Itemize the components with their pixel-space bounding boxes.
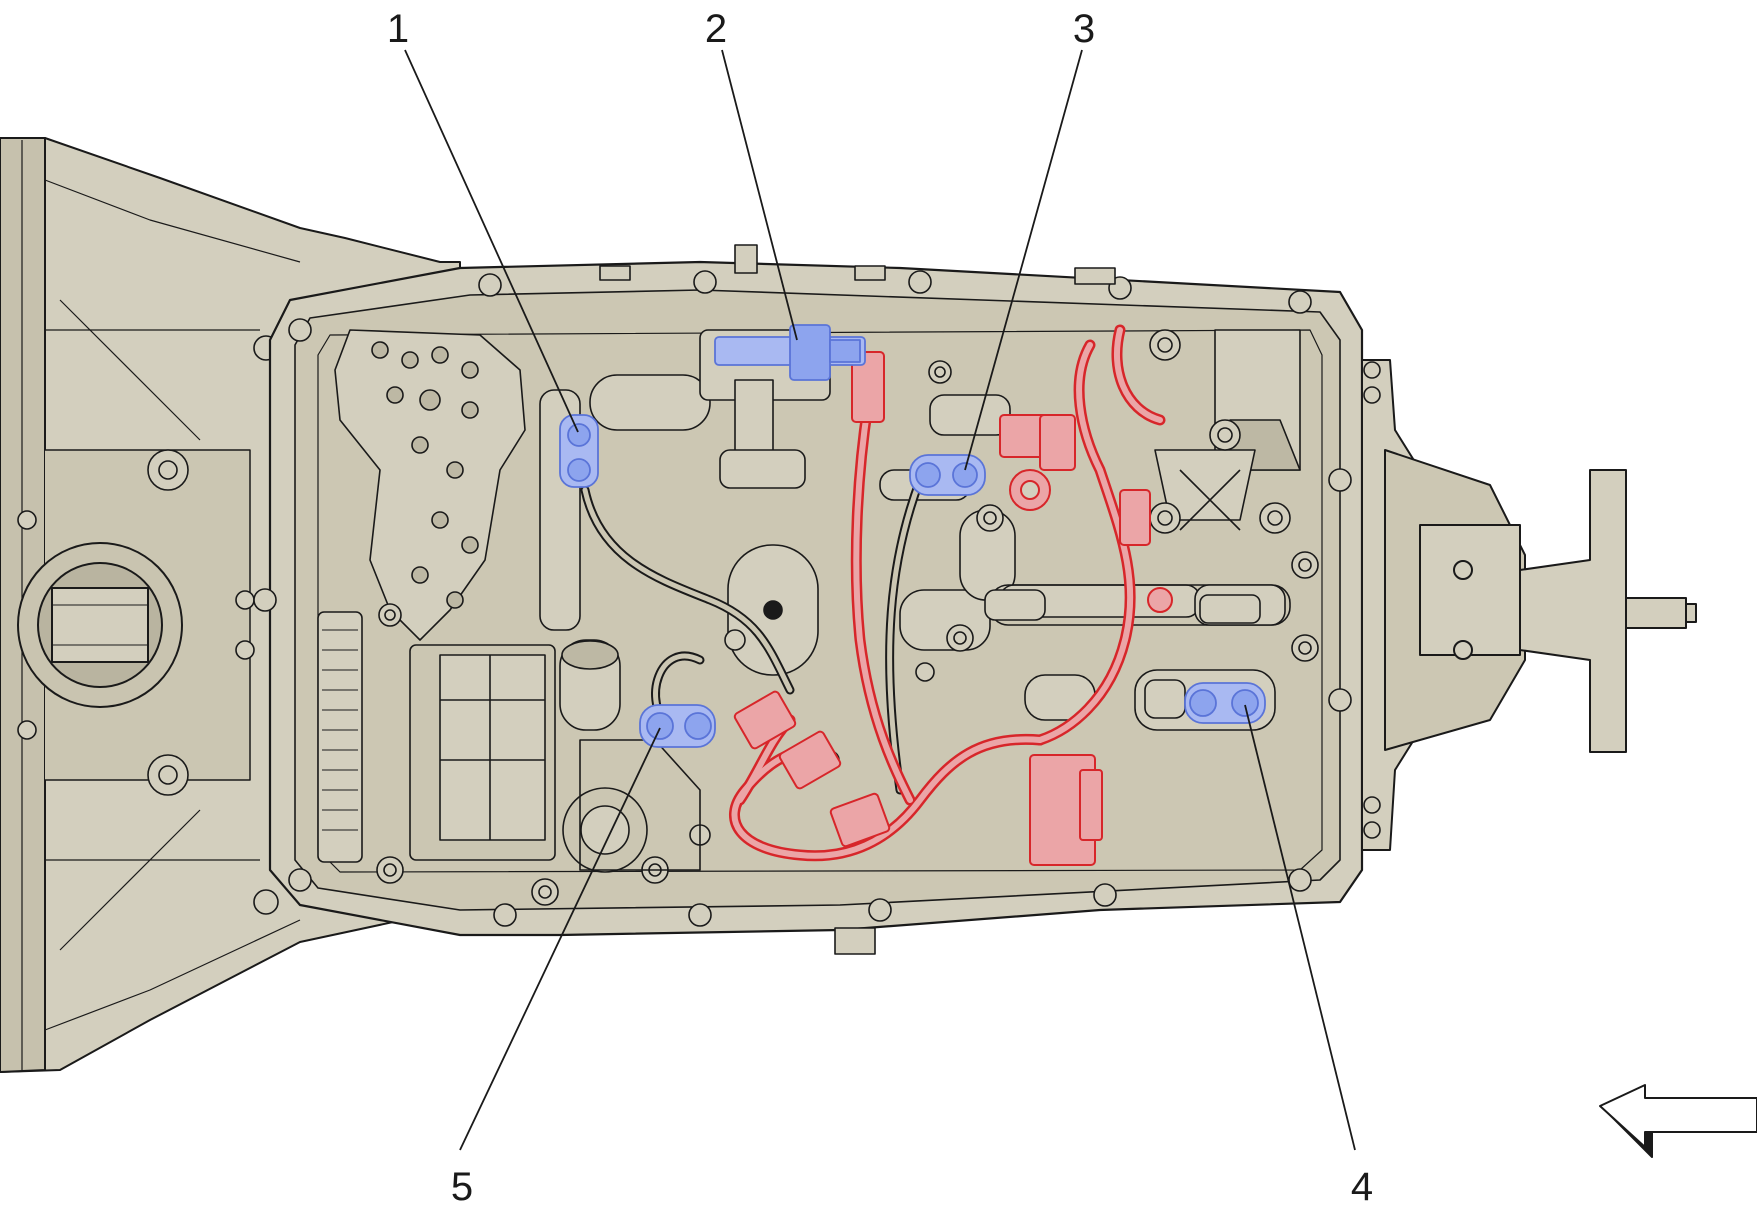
arrow-left-icon (1599, 1084, 1757, 1158)
callout-3: 3 (1073, 7, 1095, 51)
component-5 (639, 704, 716, 748)
leader-line-4 (1244, 704, 1356, 1151)
callout-2: 2 (705, 7, 727, 51)
component-3 (909, 454, 986, 496)
leader-line-1 (404, 49, 579, 433)
tail-housing (1361, 359, 1697, 851)
pump-assembly (317, 611, 701, 873)
component-2 (714, 324, 866, 381)
leader-line-3 (964, 49, 1083, 471)
leader-line-2 (721, 49, 798, 341)
leader-lines (404, 49, 1356, 1151)
leader-line-5 (459, 727, 661, 1151)
component-1 (559, 414, 599, 488)
wiring-harness (729, 324, 1173, 866)
component-4 (1184, 682, 1266, 724)
callout-5: 5 (451, 1165, 473, 1209)
highlighted-components (559, 324, 1266, 748)
callout-1: 1 (387, 7, 409, 51)
callout-4: 4 (1351, 1165, 1373, 1209)
callout-labels: 1 2 3 4 5 (387, 7, 1373, 1209)
